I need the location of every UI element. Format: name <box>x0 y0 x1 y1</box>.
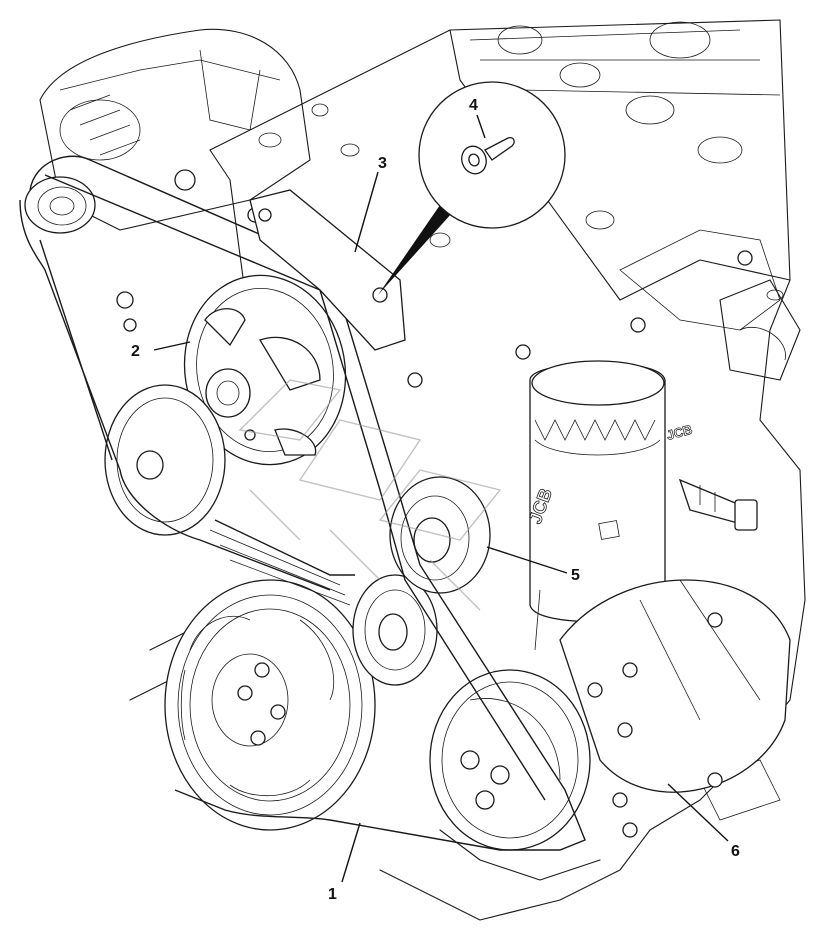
leader-5 <box>486 546 568 574</box>
leader-2 <box>153 341 191 351</box>
callout-1: 1 <box>328 886 337 903</box>
magnifier-pointer <box>378 205 452 295</box>
leader-3 <box>354 171 379 253</box>
callout-6: 6 <box>731 843 740 860</box>
alternator-pulley <box>24 176 96 234</box>
serpentine-belt <box>19 155 586 851</box>
leader-6 <box>667 783 729 842</box>
tensioner-bracket <box>249 189 406 351</box>
crankshaft-pulley <box>164 579 376 831</box>
water-pump-pulley <box>183 274 347 466</box>
callout-5: 5 <box>571 567 580 584</box>
bolt-4-icon <box>461 136 515 175</box>
callout-leaders <box>153 114 729 883</box>
tensioner-pulley <box>352 574 438 686</box>
fuel-filter: JCB <box>525 360 666 651</box>
idler-pulley-left <box>104 384 226 536</box>
callout-3: 3 <box>378 155 387 172</box>
watermark-logo <box>238 379 502 611</box>
leader-1 <box>341 822 361 883</box>
compressor <box>429 579 791 851</box>
leader-4 <box>476 114 486 139</box>
side-logo-text: JCB <box>665 422 694 443</box>
callout-4: 4 <box>469 97 478 114</box>
alternator <box>39 28 311 231</box>
callout-labels: 1 2 3 4 5 6 <box>131 97 740 903</box>
callout-2: 2 <box>131 343 140 360</box>
detail-magnifier <box>378 81 566 295</box>
sensor-connector: JCB <box>665 421 758 531</box>
